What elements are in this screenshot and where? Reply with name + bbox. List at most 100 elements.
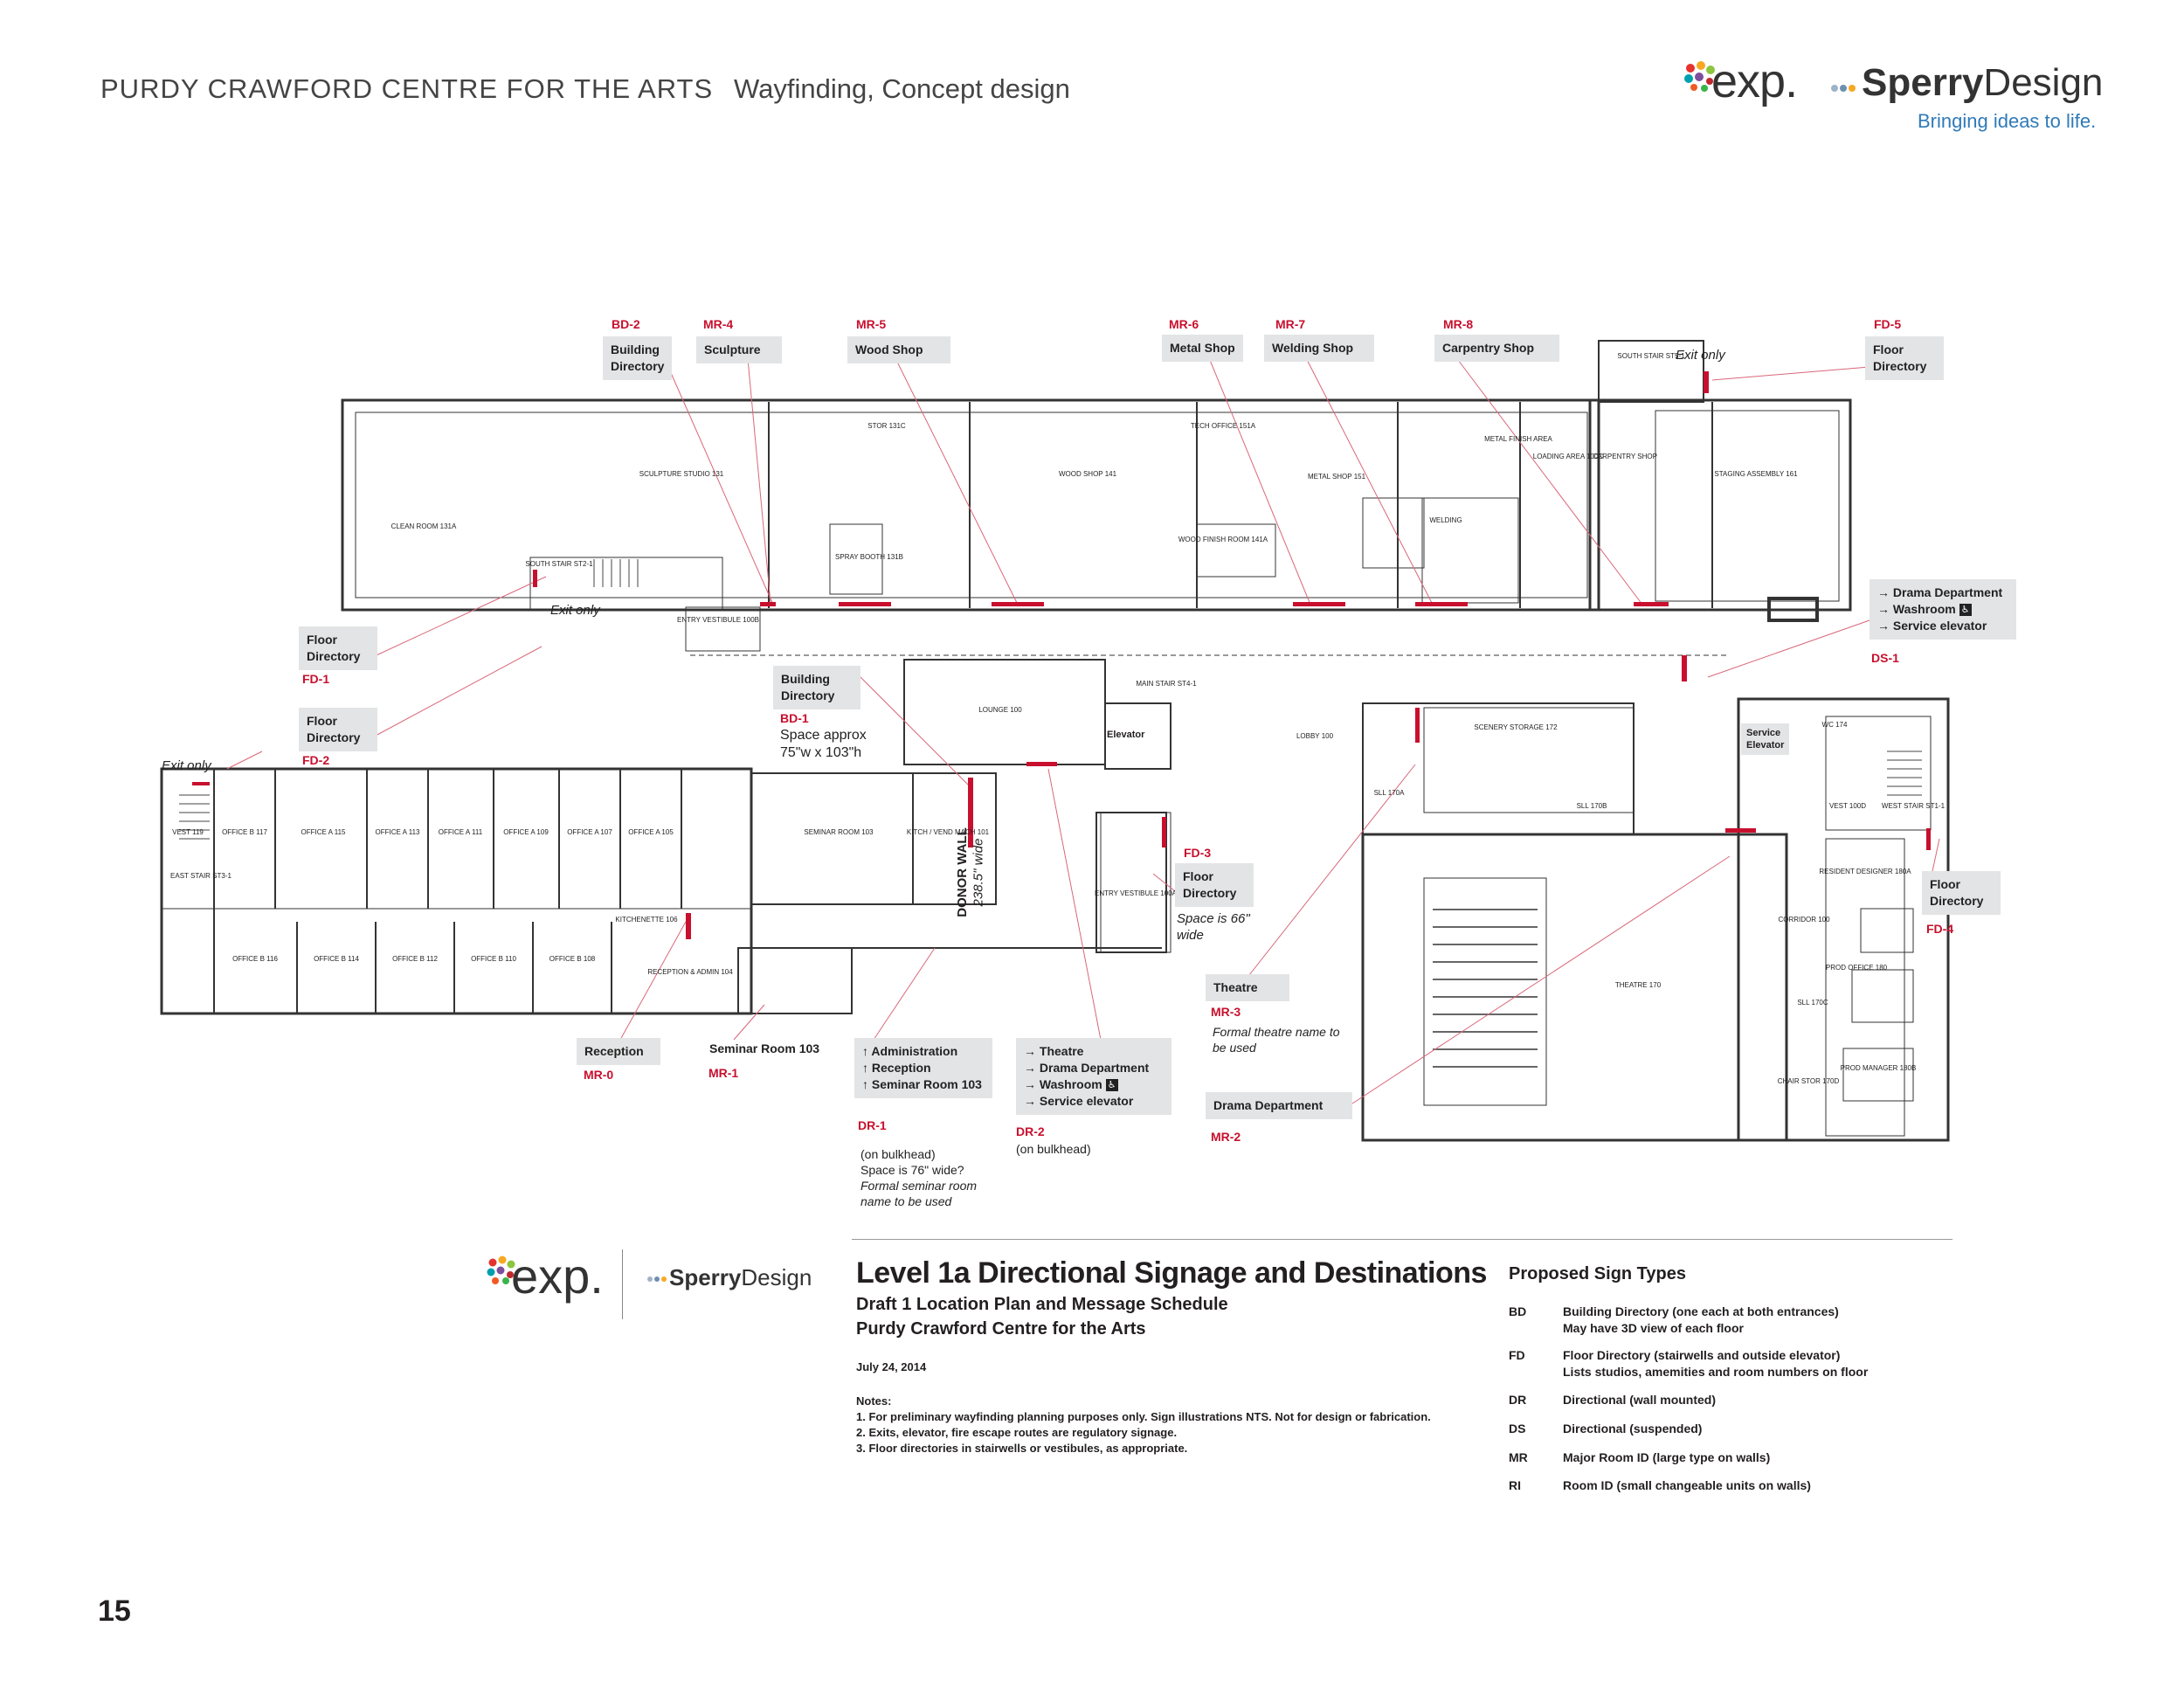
svg-text:OFFICE A 109: OFFICE A 109 (503, 828, 549, 836)
legend: BD Building Directory (one each at both … (1509, 1304, 1869, 1492)
svg-text:OFFICE B 116: OFFICE B 116 (232, 955, 278, 963)
svg-text:SOUTH STAIR ST2-1: SOUTH STAIR ST2-1 (525, 560, 593, 568)
note-line: 75"w x 103"h (780, 745, 862, 760)
sign-code-fd4: FD-4 (1926, 922, 1954, 936)
svg-text:ENTRY VESTIBULE 100A: ENTRY VESTIBULE 100A (1095, 889, 1178, 897)
sheet-date: July 24, 2014 (856, 1360, 927, 1373)
sign-mr4: Sculpture (696, 336, 782, 363)
svg-text:SLL 170B: SLL 170B (1577, 802, 1607, 810)
sign-line: Directory (1930, 894, 1984, 908)
exit-only-east: Exit only (162, 758, 211, 773)
sign-line: Directory (307, 730, 361, 744)
sperry-light: Design (1983, 61, 2104, 104)
note-item: 3. Floor directories in stairwells or ve… (856, 1442, 1188, 1455)
svg-text:OFFICE A 113: OFFICE A 113 (376, 828, 421, 836)
sign-line-washroom: → Washroom♿ (1024, 1076, 1164, 1093)
svg-text:OFFICE B 117: OFFICE B 117 (222, 828, 267, 836)
sign-fd4: Floor Directory (1922, 871, 2001, 915)
svg-text:STOR 131C: STOR 131C (867, 422, 906, 430)
sign-bd1: Building Directory (773, 666, 860, 709)
exit-only-south: Exit only (550, 603, 600, 618)
note-line: name to be used (860, 1194, 952, 1208)
donor-wall-label: DONOR WALL (954, 827, 970, 917)
sign-line: Directory (1183, 886, 1237, 900)
sign-code-fd3: FD-3 (1184, 846, 1212, 860)
svg-text:WELDING: WELDING (1429, 516, 1462, 524)
note-line: Space approx (780, 728, 867, 743)
wheelchair-icon: ♿ (1959, 604, 1972, 617)
donor-wall-size: 238.5" wide (971, 838, 986, 907)
titleblock-sperry-bold: Sperry (669, 1264, 742, 1290)
legend-heading: Proposed Sign Types (1509, 1264, 1686, 1283)
svg-text:EAST STAIR ST3-1: EAST STAIR ST3-1 (170, 872, 232, 880)
sign-mr1: Seminar Room 103 (709, 1041, 820, 1055)
svg-text:CORRIDOR 100: CORRIDOR 100 (1778, 916, 1830, 924)
sign-line: → Drama Department (1024, 1061, 1150, 1075)
sign-mr2: Drama Department (1206, 1092, 1352, 1119)
sign-line: Floor (1183, 869, 1213, 883)
svg-text:SLL 170A: SLL 170A (1374, 789, 1406, 797)
sheet-line3: Purdy Crawford Centre for the Arts (856, 1319, 1146, 1339)
sign-line: Building (781, 672, 830, 686)
sign-line: Floor (1930, 877, 1960, 891)
note-line: Formal theatre name to (1213, 1025, 1340, 1039)
svg-text:OFFICE B 114: OFFICE B 114 (314, 955, 359, 963)
svg-text:OFFICE B 112: OFFICE B 112 (392, 955, 438, 963)
sign-note-bd1: Space approx 75"w x 103"h (780, 727, 867, 762)
sign-code-dr1: DR-1 (858, 1118, 887, 1132)
sign-line: Directory (611, 359, 665, 373)
sign-note-dr1: (on bulkhead) Space is 76" wide? Formal … (860, 1146, 977, 1209)
svg-text:MAIN STAIR ST4-1: MAIN STAIR ST4-1 (1136, 680, 1197, 688)
svg-text:OFFICE A 105: OFFICE A 105 (628, 828, 674, 836)
sign-line: Floor (1873, 342, 1904, 356)
svg-text:OFFICE B 108: OFFICE B 108 (549, 955, 596, 963)
exp-wordmark: exp. (1711, 55, 1798, 107)
sign-line: Building (611, 342, 660, 356)
note-line: (on bulkhead) (860, 1147, 936, 1161)
sign-line: Directory (781, 688, 835, 702)
sign-line: → Drama Department (1877, 585, 2003, 599)
sign-note-mr3: Formal theatre name to be used (1213, 1024, 1340, 1055)
sign-code-mr3: MR-3 (1211, 1005, 1241, 1019)
sign-ds1: → Drama Department → Washroom♿ → Service… (1870, 579, 2016, 640)
svg-text:CARPENTRY SHOP: CARPENTRY SHOP (1593, 453, 1657, 460)
sign-bd2: Building Directory (603, 336, 673, 380)
sign-code-bd2: BD-2 (612, 317, 640, 331)
sign-line: → Theatre (1024, 1044, 1084, 1058)
svg-text:KITCH / VEND MACH 101: KITCH / VEND MACH 101 (907, 828, 990, 836)
sign-line: Directory (1873, 359, 1927, 373)
sign-code-mr5: MR-5 (856, 317, 887, 331)
document-subtitle: Wayfinding, Concept design (734, 73, 1070, 104)
title-rule (852, 1239, 1952, 1240)
tagline: Bringing ideas to life. (1918, 110, 2097, 132)
svg-text:WOOD SHOP 141: WOOD SHOP 141 (1059, 470, 1117, 478)
sign-line: Directory (307, 649, 361, 663)
sign-mr3: Theatre (1206, 974, 1289, 1001)
svg-text:SEMINAR ROOM 103: SEMINAR ROOM 103 (804, 828, 874, 836)
donor-wall: DONOR WALL 238.5" wide (955, 817, 986, 939)
sign-fd2: Floor Directory (299, 708, 377, 751)
sign-line: → Service elevator (1877, 619, 1987, 633)
sign-code-dr2: DR-2 (1016, 1124, 1045, 1138)
sign-line: Floor (307, 714, 337, 728)
sheet-notes: Notes: 1. For preliminary wayfinding pla… (856, 1394, 1431, 1456)
service-elevator-label: Service Elevator (1741, 723, 1790, 755)
note-line: wide (1177, 928, 1204, 943)
sign-code-ds1: DS-1 (1871, 651, 1899, 665)
svg-text:METAL FINISH AREA: METAL FINISH AREA (1484, 435, 1552, 443)
sign-code-fd2: FD-2 (302, 753, 330, 767)
svg-text:OFFICE A 115: OFFICE A 115 (301, 828, 347, 836)
service-elevator-line-1: Service (1746, 728, 1781, 738)
svg-text:VEST 119: VEST 119 (172, 828, 204, 836)
svg-text:OFFICE A 111: OFFICE A 111 (439, 828, 483, 836)
svg-text:ENTRY VESTIBULE 100B: ENTRY VESTIBULE 100B (677, 616, 759, 624)
sign-fd1: Floor Directory (299, 626, 377, 670)
document-title: PURDY CRAWFORD CENTRE FOR THE ARTS (100, 73, 714, 104)
svg-text:CHAIR STOR 170D: CHAIR STOR 170D (1778, 1077, 1840, 1085)
svg-text:PROD OFFICE 180: PROD OFFICE 180 (1826, 964, 1888, 972)
sheet-title: Level 1a Directional Signage and Destina… (856, 1256, 1487, 1290)
svg-text:LOUNGE 100: LOUNGE 100 (978, 706, 1022, 714)
sign-fd3: Floor Directory (1175, 863, 1254, 907)
sign-mr8: Carpentry Shop (1434, 335, 1559, 362)
svg-text:WOOD FINISH ROOM 141A: WOOD FINISH ROOM 141A (1178, 536, 1268, 543)
